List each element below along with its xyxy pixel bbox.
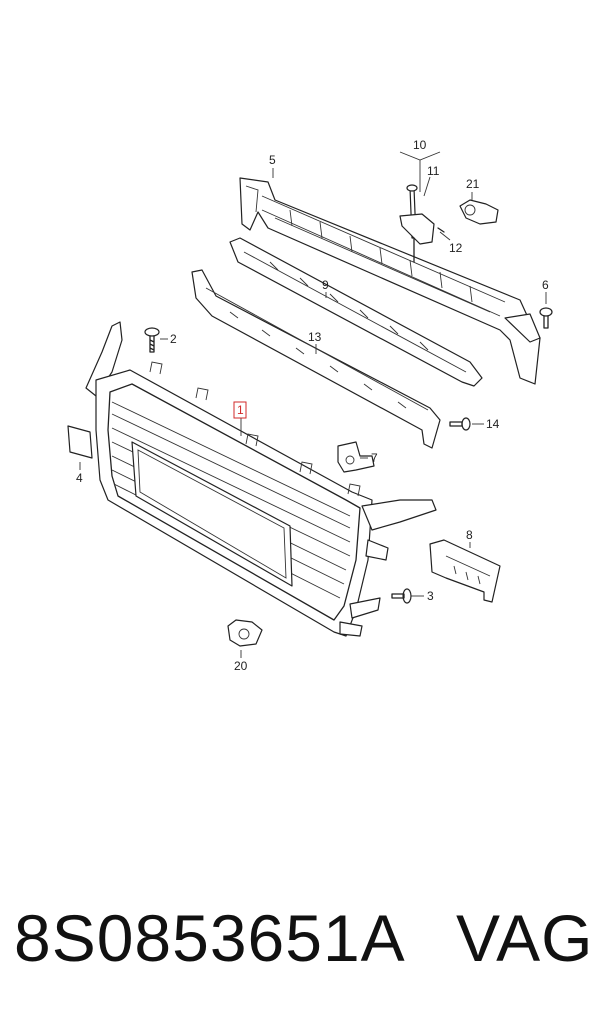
part-10-pin-assembly	[399, 184, 445, 263]
caption-bar: 8S0853651A VAG	[0, 888, 600, 988]
callout-12: 12	[449, 241, 463, 255]
callout-5: 5	[269, 153, 276, 167]
part-4-emblem-plate	[67, 425, 93, 459]
part-5-upper-bracket	[239, 177, 541, 385]
exploded-parts-diagram: 1 2 3 4 5 6 7 8 9 10 11 12 13 14 20 21	[67, 138, 553, 673]
callout-2: 2	[170, 332, 177, 346]
callout-13: 13	[308, 330, 322, 344]
callout-4: 4	[76, 471, 83, 485]
part-3-screw	[391, 588, 412, 604]
part-8-side-bracket	[429, 539, 501, 603]
callout-14: 14	[486, 417, 500, 431]
callout-9: 9	[322, 278, 329, 292]
callout-21: 21	[466, 177, 480, 191]
callout-3: 3	[427, 589, 434, 603]
callout-7: 7	[371, 451, 378, 465]
callout-1-box	[233, 401, 247, 419]
leader-lines	[79, 151, 547, 658]
part-14-screw	[449, 417, 471, 431]
part-number: 8S0853651A	[14, 901, 406, 975]
brand-label: VAG	[456, 901, 594, 975]
part-1-radiator-grille	[85, 321, 437, 637]
callout-20: 20	[234, 659, 248, 673]
part-2-screw	[144, 327, 160, 353]
part-21-connector	[459, 199, 499, 225]
callout-labels: 1 2 3 4 5 6 7 8 9 10 11 12 13 14 20 21	[76, 138, 549, 673]
callout-8: 8	[466, 528, 473, 542]
callout-10: 10	[413, 138, 427, 152]
part-7-clip	[337, 441, 375, 473]
callout-6: 6	[542, 278, 549, 292]
callout-11: 11	[427, 164, 440, 178]
part-20-clip	[227, 619, 263, 647]
part-6-screw	[539, 307, 553, 329]
part-9-center-strip	[229, 237, 483, 387]
part-13-lower-strip	[191, 269, 441, 449]
callout-1: 1	[237, 403, 244, 417]
